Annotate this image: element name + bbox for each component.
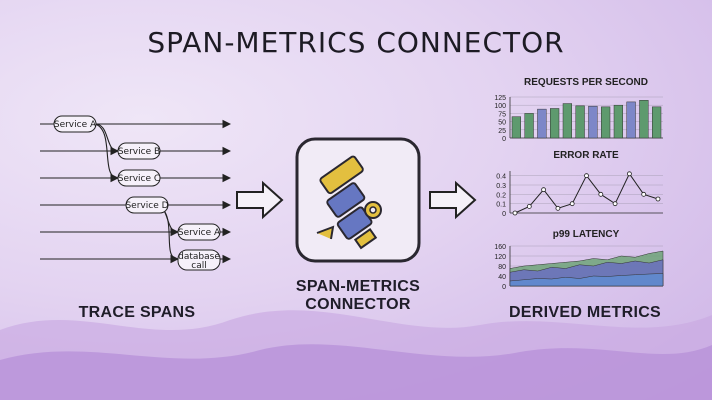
bar bbox=[524, 113, 534, 139]
y-tick-label: 80 bbox=[498, 264, 506, 271]
error-rate-line bbox=[514, 172, 659, 214]
latency-chart: 0 40 80 120 160 bbox=[494, 244, 664, 291]
data-point bbox=[584, 173, 589, 179]
trace-spans-diagram: Service A Service B Service C Service D … bbox=[40, 115, 232, 271]
background-hills bbox=[0, 310, 712, 400]
error-rate-chart: 0 0.1 0.2 0.3 0.4 bbox=[496, 171, 663, 218]
section-label-connector: SPAN-METRICS CONNECTOR bbox=[268, 278, 448, 314]
y-tick-label: 0.2 bbox=[496, 192, 506, 199]
bar bbox=[588, 105, 598, 139]
y-tick-label: 0.3 bbox=[496, 183, 506, 190]
span-box-database-call bbox=[177, 249, 221, 271]
chart-title-rps: REQUESTS PER SECOND bbox=[524, 77, 648, 88]
span-label: Service D bbox=[125, 201, 168, 211]
y-tick-label: 160 bbox=[494, 244, 506, 251]
bar bbox=[652, 106, 662, 139]
y-tick-label: 25 bbox=[498, 128, 506, 135]
data-point bbox=[612, 201, 618, 207]
y-tick-label: 120 bbox=[494, 254, 506, 261]
y-tick-label: 125 bbox=[494, 95, 506, 102]
section-label-derived-metrics: DERIVED METRICS bbox=[508, 304, 662, 321]
page-title: SPAN-METRICS CONNECTOR bbox=[147, 26, 565, 59]
chart-title-latency: p99 LATENCY bbox=[552, 229, 620, 240]
data-point bbox=[655, 196, 661, 202]
arrow-right-icon bbox=[236, 180, 284, 220]
span-box-service-b bbox=[117, 142, 161, 160]
bar bbox=[537, 108, 547, 139]
span-label: Service B bbox=[118, 147, 160, 157]
y-tick-label: 0 bbox=[502, 284, 506, 291]
bar bbox=[626, 101, 636, 139]
data-point bbox=[526, 204, 532, 209]
y-tick-label: 0.1 bbox=[496, 202, 506, 209]
y-tick-label: 40 bbox=[498, 274, 506, 281]
span-box-service-a-root bbox=[53, 115, 97, 133]
span-label: Service A bbox=[54, 120, 97, 130]
bar bbox=[639, 100, 649, 139]
section-label-trace-spans: TRACE SPANS bbox=[78, 304, 196, 321]
bar bbox=[613, 104, 623, 139]
data-point bbox=[598, 191, 604, 197]
data-point bbox=[555, 205, 561, 211]
y-tick-label: 100 bbox=[494, 103, 506, 110]
connector-icon bbox=[295, 137, 421, 263]
bar bbox=[550, 108, 560, 139]
y-tick-label: 75 bbox=[498, 111, 506, 118]
data-point bbox=[641, 191, 647, 197]
y-tick-label: 0.4 bbox=[496, 174, 506, 181]
chart-title-error: ERROR RATE bbox=[553, 150, 619, 161]
span-box-service-c bbox=[117, 169, 161, 187]
span-label: Service C bbox=[118, 174, 160, 184]
bar bbox=[511, 116, 521, 139]
y-tick-label: 50 bbox=[498, 120, 506, 127]
bar bbox=[575, 105, 585, 139]
connector-label-line1: SPAN-METRICS bbox=[295, 278, 421, 295]
connector-label-line2: CONNECTOR bbox=[305, 296, 411, 313]
span-label: Service A bbox=[178, 228, 221, 238]
data-point bbox=[569, 201, 575, 207]
span-box-service-a-child bbox=[177, 223, 221, 241]
data-point bbox=[541, 187, 546, 193]
data-point bbox=[512, 210, 518, 216]
y-tick-label: 0 bbox=[502, 136, 506, 142]
area-series bbox=[509, 273, 664, 287]
y-tick-label: 0 bbox=[502, 211, 506, 218]
span-box-service-d bbox=[125, 196, 169, 214]
data-point bbox=[626, 171, 632, 177]
arrow-right-icon bbox=[429, 180, 477, 220]
bar bbox=[562, 103, 572, 139]
bar bbox=[601, 106, 611, 139]
